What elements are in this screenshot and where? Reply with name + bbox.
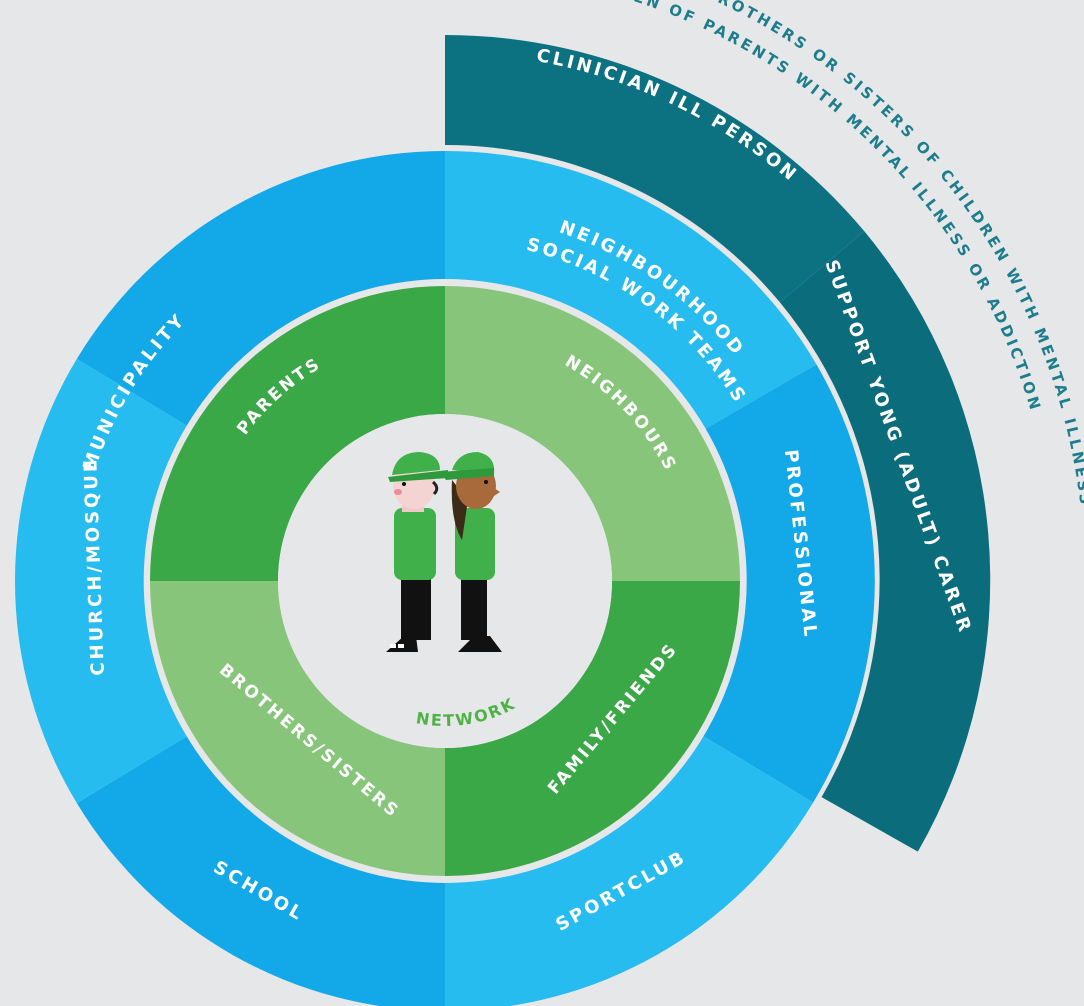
segment-brothers-sisters bbox=[150, 581, 445, 876]
segment-neighbourhood-social-work-teams bbox=[445, 151, 817, 429]
boy-figure-icon bbox=[386, 452, 448, 652]
children-illustration bbox=[386, 452, 502, 652]
outer-ring bbox=[14, 151, 875, 1006]
center-disc bbox=[278, 414, 612, 748]
segment-professional bbox=[703, 364, 875, 803]
segment-family-friends bbox=[445, 581, 740, 876]
dark-arc-clinician-segment bbox=[445, 35, 865, 303]
dark-arc bbox=[445, 35, 991, 852]
girl-figure-icon bbox=[440, 452, 502, 652]
segment-parents bbox=[150, 286, 445, 581]
segment-municipality bbox=[76, 151, 445, 426]
segment-church-mosque bbox=[14, 358, 187, 804]
inner-ring bbox=[150, 286, 740, 876]
segment-school bbox=[76, 736, 445, 1006]
segment-sportclub bbox=[445, 736, 814, 1006]
segment-neighbours bbox=[445, 286, 740, 581]
dark-arc-support-segment bbox=[779, 231, 991, 852]
